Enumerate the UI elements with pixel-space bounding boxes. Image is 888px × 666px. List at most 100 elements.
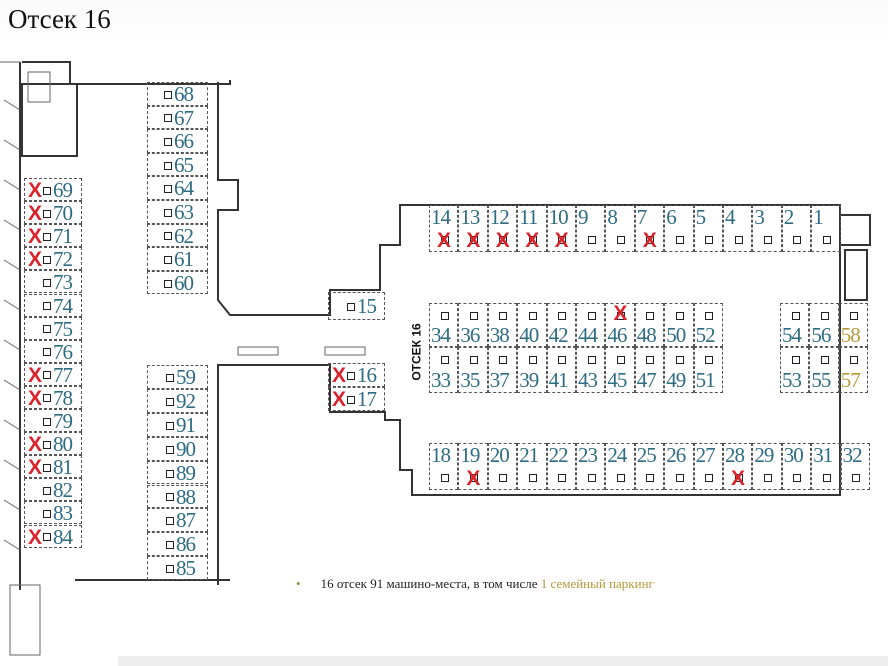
parking-spot-74[interactable]: 74	[24, 293, 82, 317]
parking-spot-88[interactable]: 88	[147, 484, 208, 509]
parking-spot-83[interactable]: 83	[24, 501, 82, 525]
parking-spot-2[interactable]: 2	[781, 205, 812, 252]
parking-spot-73[interactable]: 73	[24, 270, 82, 294]
parking-spot-18[interactable]: 18	[429, 443, 459, 490]
parking-spot-66[interactable]: 66	[147, 129, 208, 153]
parking-spot-44[interactable]: 44	[576, 303, 606, 347]
parking-spot-52[interactable]: 52	[693, 303, 723, 347]
parking-spot-42[interactable]: 42	[546, 303, 576, 347]
parking-spot-15[interactable]: 15	[328, 292, 385, 320]
parking-spot-55[interactable]: 55	[809, 347, 839, 393]
parking-spot-37[interactable]: 37	[487, 347, 518, 393]
parking-spot-43[interactable]: 43	[576, 347, 606, 393]
parking-spot-65[interactable]: 65	[147, 152, 208, 177]
parking-spot-33[interactable]: 33	[429, 347, 459, 393]
parking-spot-89[interactable]: 89	[147, 460, 208, 485]
parking-spot-82[interactable]: 82	[24, 478, 82, 502]
parking-spot-68[interactable]: 68	[147, 82, 208, 106]
parking-spot-6[interactable]: 6	[664, 205, 694, 252]
parking-spot-56[interactable]: 56	[809, 303, 839, 347]
parking-spot-86[interactable]: 86	[147, 532, 208, 557]
parking-spot-5[interactable]: 5	[693, 205, 723, 252]
parking-spot-61[interactable]: 61	[147, 247, 208, 271]
spot-marker-icon	[850, 356, 859, 364]
parking-spot-22[interactable]: 22	[546, 443, 576, 490]
parking-spot-9[interactable]: 9	[576, 205, 606, 252]
parking-spot-30[interactable]: 30	[781, 443, 812, 490]
parking-spot-91[interactable]: 91	[147, 412, 208, 437]
spot-number: 32	[842, 443, 863, 467]
parking-spot-8[interactable]: 8	[605, 205, 635, 252]
parking-spot-35[interactable]: 35	[458, 347, 488, 393]
parking-spot-45[interactable]: 45	[605, 347, 635, 393]
parking-spot-20[interactable]: 20	[487, 443, 518, 490]
parking-spot-51[interactable]: 51	[693, 347, 723, 393]
spot-marker-icon	[166, 469, 174, 478]
parking-spot-57[interactable]: 57	[838, 347, 869, 393]
parking-spot-48[interactable]: 48	[634, 303, 665, 347]
parking-spot-64[interactable]: 64	[147, 176, 208, 200]
parking-spot-67[interactable]: 67	[147, 105, 208, 130]
parking-spot-3[interactable]: 3	[752, 205, 782, 252]
parking-spot-47[interactable]: 47	[634, 347, 665, 393]
spot-marker-icon	[164, 255, 172, 264]
spot-marker-icon	[528, 312, 537, 320]
parking-spot-62[interactable]: 62	[147, 223, 208, 248]
parking-spot-50[interactable]: 50	[664, 303, 694, 347]
parking-spot-85[interactable]: 85	[147, 556, 208, 581]
parking-spot-1[interactable]: 1	[811, 205, 841, 252]
parking-spot-34[interactable]: 34	[429, 303, 459, 347]
footnote: •16 отсек 91 машино-места, в том числе 1…	[296, 576, 654, 592]
parking-spot-90[interactable]: 90	[147, 436, 208, 461]
parking-spot-79[interactable]: 79	[24, 409, 82, 433]
parking-spot-59[interactable]: 59	[147, 365, 208, 389]
parking-spot-54[interactable]: 54	[780, 303, 810, 347]
parking-spot-21[interactable]: 21	[517, 443, 547, 490]
parking-spot-49[interactable]: 49	[664, 347, 694, 393]
spot-number: 24	[607, 443, 627, 467]
parking-spot-23[interactable]: 23	[576, 443, 606, 490]
parking-spot-53[interactable]: 53	[780, 347, 810, 393]
parking-spot-24[interactable]: 24	[605, 443, 635, 490]
parking-spot-29[interactable]: 29	[752, 443, 782, 490]
parking-spot-92[interactable]: 92	[147, 388, 208, 413]
parking-spot-60[interactable]: 60	[147, 270, 208, 295]
parking-spot-27[interactable]: 27	[693, 443, 723, 490]
parking-spot-38[interactable]: 38	[487, 303, 518, 347]
parking-spot-58[interactable]: 58	[838, 303, 869, 347]
parking-spot-36[interactable]: 36	[458, 303, 488, 347]
parking-spot-76[interactable]: 76	[24, 339, 82, 363]
parking-spot-40[interactable]: 40	[517, 303, 547, 347]
parking-spot-4[interactable]: 4	[723, 205, 753, 252]
parking-spot-63[interactable]: 63	[147, 200, 208, 224]
parking-spot-32[interactable]: 32	[840, 443, 870, 490]
parking-spot-75[interactable]: 75	[24, 316, 82, 340]
parking-spot-26[interactable]: 26	[664, 443, 694, 490]
parking-spot-41[interactable]: 41	[546, 347, 576, 393]
parking-spot-87[interactable]: 87	[147, 508, 208, 533]
parking-spot-31[interactable]: 31	[811, 443, 841, 490]
parking-spot-25[interactable]: 25	[634, 443, 665, 490]
spot-marker-icon	[646, 474, 655, 482]
parking-spot-39[interactable]: 39	[517, 347, 547, 393]
